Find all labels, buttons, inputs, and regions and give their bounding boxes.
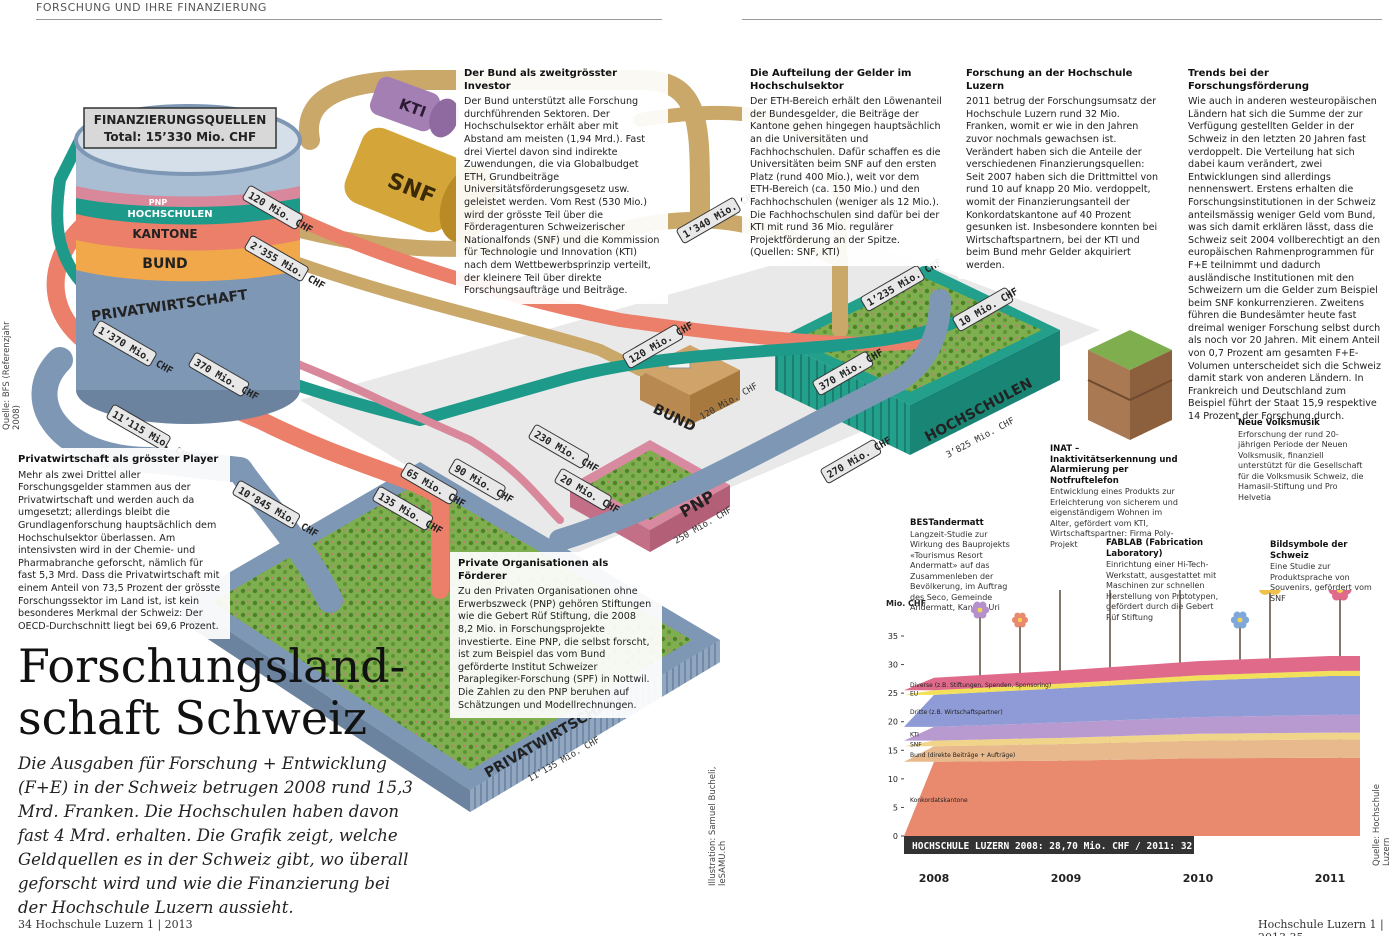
chart-areas bbox=[904, 656, 1360, 836]
chart-ylabel: Mio. CHF bbox=[886, 599, 926, 608]
box-aufteilung: Die Aufteilung der Gelder im Hochschulse… bbox=[742, 62, 952, 266]
box-text: Mehr als zwei Drittel aller Forschungsge… bbox=[18, 469, 221, 632]
box-privatwirtschaft: Privatwirtschaft als grösster Player Meh… bbox=[10, 448, 230, 640]
tank-title: FINANZIERUNGSQUELLEN bbox=[94, 113, 267, 127]
header-rule-right bbox=[742, 19, 1382, 20]
series-label: Konkordatskantone bbox=[910, 797, 968, 804]
soil-block bbox=[1087, 330, 1173, 440]
pipes bbox=[31, 70, 966, 613]
series-label: Dritte (z.B. Wirtschaftspartner) bbox=[910, 709, 1003, 716]
page-title: Forschungsland- schaft Schweiz bbox=[18, 639, 406, 745]
chart-series-labels: Konkordatskantone Bund (direkte Beiträge … bbox=[910, 682, 1051, 804]
source-right: Quelle: Hochschule Luzern bbox=[1372, 784, 1392, 866]
box-text: 2011 betrug der Forschungsumsatz der Hoc… bbox=[966, 96, 1159, 271]
annotation-heading: Neue Volksmusik bbox=[1238, 418, 1320, 428]
annotation-text: Erforschung der rund 20-jährigen Periode… bbox=[1238, 429, 1364, 502]
y-tick-label: 25 bbox=[888, 689, 898, 698]
box-text: Der ETH-Bereich erhält den Löwenanteil d… bbox=[750, 96, 942, 259]
footer-right: Hochschule Luzern 1 | 2013 35 bbox=[1258, 918, 1384, 936]
y-tick-label: 35 bbox=[888, 632, 898, 641]
area-series-4 bbox=[904, 676, 1360, 727]
series-label: SNF bbox=[910, 741, 922, 748]
box-trends: Trends bei der Forschungsförderung Wie a… bbox=[1180, 62, 1392, 430]
box-heading: Privatwirtschaft als grösster Player bbox=[18, 454, 219, 465]
box-bund-investor: Der Bund als zweitgrösster Investor Der … bbox=[456, 62, 668, 304]
annotation-best: BESTandermatt Langzeit-Studie zur Wirkun… bbox=[910, 518, 1014, 614]
box-heading: Forschung an der Hochschule Luzern bbox=[966, 68, 1133, 92]
layer-hochschulen: HOCHSCHULEN bbox=[127, 209, 212, 220]
footer-left: 34 Hochschule Luzern 1 | 2013 bbox=[18, 918, 193, 931]
illustration-credit: Illustration: Samuel Bucheli, leSAMU.ch bbox=[708, 766, 728, 886]
y-tick-label: 30 bbox=[888, 661, 898, 670]
y-tick-label: 15 bbox=[888, 746, 898, 755]
area-series-0 bbox=[904, 757, 1360, 836]
layer-bund: BUND bbox=[142, 256, 187, 272]
area-series-3 bbox=[904, 714, 1360, 741]
layer-kantone: KANTONE bbox=[132, 227, 197, 241]
header-rule-left bbox=[36, 19, 662, 20]
annotation-heading: BESTandermatt bbox=[910, 518, 984, 528]
y-tick-label: 10 bbox=[888, 775, 898, 784]
box-text: Zu den Privaten Organisationen ohne Erwe… bbox=[458, 586, 652, 711]
series-label: KTI bbox=[910, 732, 919, 739]
series-label: EU bbox=[910, 691, 918, 698]
layer-pnp: PNP bbox=[149, 198, 168, 207]
chart-yticks: 0 5 10 15 20 25 30 35 bbox=[888, 632, 904, 841]
box-luzern: Forschung an der Hochschule Luzern 2011 … bbox=[958, 62, 1170, 279]
annotation-heading: Bildsymbole der Schweiz bbox=[1270, 540, 1348, 561]
box-heading: Trends bei der Forschungsförderung bbox=[1188, 68, 1309, 92]
chart-xticks: 2008 2009 2010 2011 bbox=[919, 872, 1346, 885]
area-series-2 bbox=[904, 732, 1360, 747]
chart-footer-label: HOCHSCHULE LUZERN 2008: 28,70 Mio. CHF /… bbox=[912, 841, 1261, 852]
chart-footer-box bbox=[904, 836, 1194, 854]
annotation-text: Langzeit-Studie zur Wirkung des Bauproje… bbox=[910, 529, 1010, 613]
x-tick-label: 2011 bbox=[1315, 872, 1346, 885]
annotation-text: Einrichtung einer Hi-Tech-Werkstatt, aus… bbox=[1106, 560, 1219, 622]
annotation-inat: INAT – Inaktivitätserkennung und Alarmie… bbox=[1050, 444, 1178, 550]
annotation-text: Eine Studie zur Produktsprache von Souve… bbox=[1270, 562, 1372, 603]
x-tick-label: 2009 bbox=[1051, 872, 1082, 885]
area-series-1 bbox=[904, 739, 1360, 762]
box-text: Der Bund unterstützt alle Forschung durc… bbox=[464, 96, 660, 297]
y-tick-label: 5 bbox=[893, 803, 898, 812]
series-label: Bund (direkte Beiträge + Aufträge) bbox=[910, 752, 1015, 759]
y-tick-label: 20 bbox=[888, 718, 898, 727]
section-header: FORSCHUNG UND IHRE FINANZIERUNG bbox=[36, 1, 267, 14]
area-chart: Mio. CHF 0 5 10 15 20 25 30 35 2008 2009 2010 2011… bbox=[886, 590, 1360, 885]
box-heading: Private Organisationen als Förderer bbox=[458, 558, 609, 582]
lead-text: Die Ausgaben für Forschung + Entwicklung… bbox=[18, 754, 413, 917]
x-tick-label: 2008 bbox=[919, 872, 950, 885]
box-heading: Die Aufteilung der Gelder im Hochschulse… bbox=[750, 68, 912, 92]
area-series-5 bbox=[904, 670, 1360, 695]
funding-tank: FINANZIERUNGSQUELLEN Total: 15’330 Mio. … bbox=[74, 104, 302, 424]
x-tick-label: 2010 bbox=[1183, 872, 1214, 885]
annotation-heading: FABLAB (Fabrication Laboratory) bbox=[1106, 538, 1204, 559]
series-label: Diverse (z.B. Stiftungen, Spenden, Spons… bbox=[910, 682, 1051, 689]
annotation-fablab: FABLAB (Fabrication Laboratory) Einricht… bbox=[1106, 538, 1224, 623]
annotation-heading: INAT – Inaktivitätserkennung und Alarmie… bbox=[1050, 444, 1178, 486]
area-series-6 bbox=[904, 656, 1360, 691]
annotation-text: Entwicklung eines Produkts zur Erleichte… bbox=[1050, 487, 1178, 549]
source-left: Quelle: BFS (Referenzjahr 2008) bbox=[2, 321, 22, 430]
y-tick-label: 0 bbox=[893, 832, 898, 841]
kti-machine: KTI bbox=[369, 76, 459, 138]
tank-total: Total: 15’330 Mio. CHF bbox=[104, 130, 256, 144]
box-heading: Der Bund als zweitgrösster Investor bbox=[464, 68, 618, 92]
box-pnp: Private Organisationen als Förderer Zu d… bbox=[450, 552, 662, 719]
annotation-volksmusik: Neue Volksmusik Erforschung der rund 20-… bbox=[1238, 418, 1368, 503]
box-text: Wie auch in anderen westeuropäischen Län… bbox=[1188, 96, 1381, 423]
annotation-bildsymbole: Bildsymbole der Schweiz Eine Studie zur … bbox=[1270, 540, 1378, 604]
